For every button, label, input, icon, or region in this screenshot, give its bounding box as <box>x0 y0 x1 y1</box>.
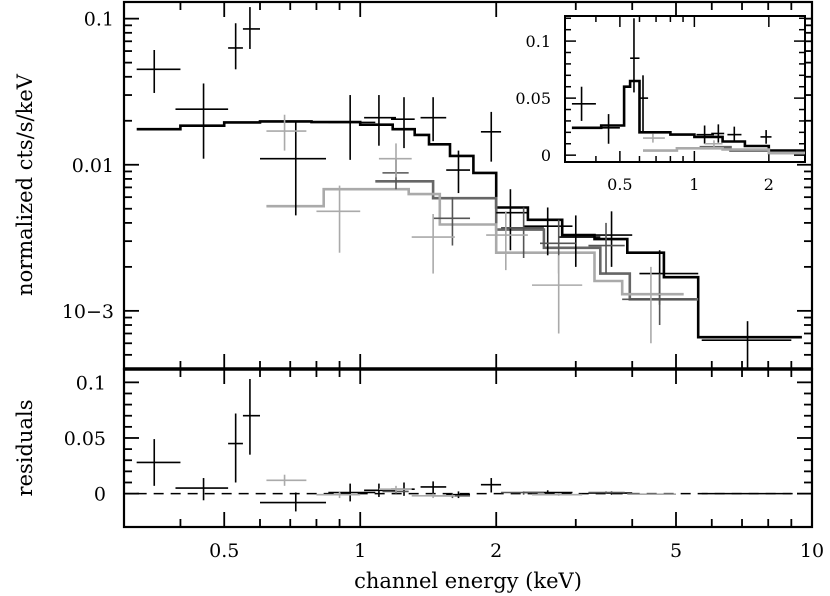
inset-ytick-label-2: 0 <box>541 146 551 165</box>
xtick-label-4: 10 <box>800 540 824 562</box>
y-axis-label-residuals: residuals <box>13 400 37 497</box>
main-model-step-2 <box>266 187 684 296</box>
x-axis-label: channel energy (keV) <box>354 569 582 593</box>
inset-frame <box>564 15 806 163</box>
xtick-label-0: 0.5 <box>209 540 239 562</box>
main-model-step-0 <box>136 120 802 339</box>
inset-linear-panel: 0.1 0.05 0 0.5 1 2 <box>515 15 806 194</box>
residuals-frame <box>122 367 814 529</box>
inset-ytick-label-0: 0.1 <box>526 32 551 51</box>
main-ytick-label-0: 0.1 <box>84 9 114 31</box>
inset-model-step-0 <box>571 79 805 152</box>
xtick-label-1: 1 <box>354 540 366 562</box>
inset-ytick-label-1: 0.05 <box>515 89 551 108</box>
residuals-ytick-label-1: 0.05 <box>64 428 106 450</box>
residuals-ytick-label-2: 0 <box>94 484 106 506</box>
residuals-panel: 0.1 0.05 0 0.5 1 2 5 10 <box>64 367 824 562</box>
main-model-step-1 <box>375 180 699 301</box>
inset-xtick-label-0: 0.5 <box>607 175 632 194</box>
xtick-label-2: 2 <box>490 540 502 562</box>
residuals-ytick-label-0: 0.1 <box>76 372 106 394</box>
inset-xtick-label-1: 1 <box>689 175 699 194</box>
inset-xtick-label-2: 2 <box>764 175 774 194</box>
inset-model-step-2 <box>643 147 805 155</box>
y-axis-label-main: normalized cts/s/keV <box>13 73 37 296</box>
main-ytick-label-1: 0.01 <box>72 155 114 177</box>
xtick-label-3: 5 <box>670 540 682 562</box>
main-spectrum-panel: 0.1 0.01 10−3 <box>62 0 814 371</box>
main-ytick-label-2: 10−3 <box>62 301 114 323</box>
